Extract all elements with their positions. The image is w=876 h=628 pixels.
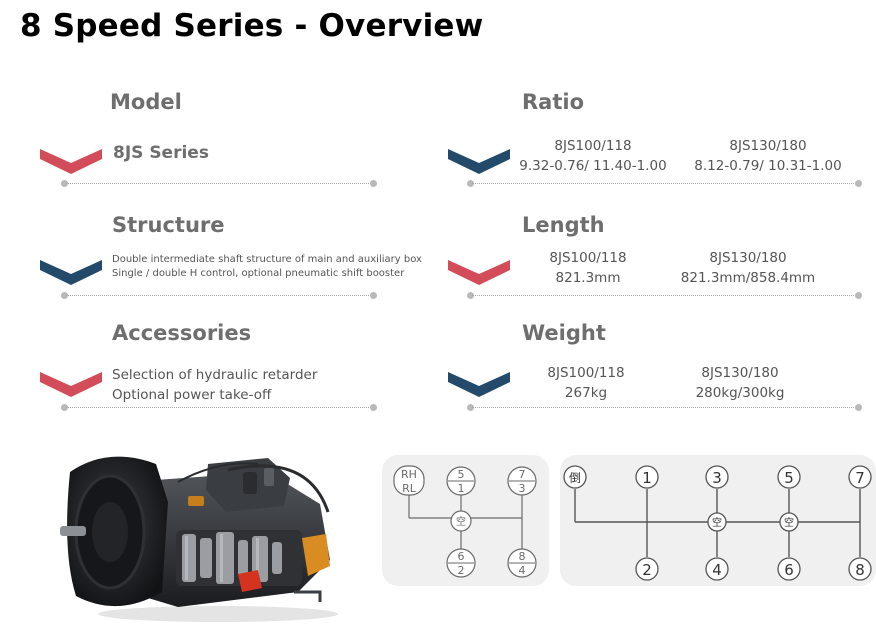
page-title: 8 Speed Series - Overview — [20, 8, 484, 44]
shift1-neutral-label: 空 — [456, 515, 466, 528]
weight-heading: Weight — [522, 321, 606, 345]
shift2-gear-5-label: 5 — [784, 469, 794, 487]
ratio-col2-value: 8.12-0.79/ 10.31-1.00 — [694, 158, 842, 174]
shift2-neutral-label-1: 空 — [712, 516, 722, 529]
length-col2-value: 821.3mm/858.4mm — [680, 270, 816, 286]
ratio-col1-name: 8JS100/118 — [554, 138, 632, 154]
divider-line — [66, 295, 373, 296]
weight-col1-value: 267kg — [564, 385, 608, 401]
divider-dot — [370, 292, 377, 299]
length-col1-value: 821.3mm — [555, 270, 621, 286]
divider-dot — [467, 404, 474, 411]
divider-dot — [467, 292, 474, 299]
divider-dot — [370, 180, 377, 187]
weight-col1-name: 8JS100/118 — [547, 365, 625, 381]
shift-pattern-single-h: RH RL 5 1 7 3 6 2 8 4 空 — [393, 465, 537, 578]
shift-pattern-double-h: 倒 1 3 5 7 2 4 6 8 空 空 — [563, 465, 872, 581]
weight-col2-name: 8JS130/180 — [701, 365, 779, 381]
shift2-gear-2-label: 2 — [642, 561, 652, 579]
transmission-image — [60, 456, 338, 622]
ratio-col2-name: 8JS130/180 — [729, 138, 807, 154]
divider-dot — [61, 292, 68, 299]
accessories-line-2: Optional power take-off — [112, 387, 272, 403]
divider-line — [66, 183, 373, 184]
shift1-gear-1-label: 1 — [458, 482, 465, 495]
accessories-chevron-icon — [40, 372, 102, 397]
ratio-col1-value: 9.32-0.76/ 11.40-1.00 — [519, 158, 667, 174]
length-col1-name: 8JS100/118 — [549, 250, 627, 266]
shift1-gear-6-label: 6 — [458, 550, 465, 563]
divider-line — [472, 183, 858, 184]
accessories-heading: Accessories — [112, 321, 252, 345]
shift2-gear-3-label: 3 — [712, 469, 722, 487]
shift2-gear-6-label: 6 — [784, 561, 794, 579]
weight-chevron-icon — [448, 372, 510, 397]
divider-dot — [467, 180, 474, 187]
structure-heading: Structure — [112, 213, 225, 237]
length-chevron-icon — [448, 260, 510, 285]
divider-line — [472, 407, 858, 408]
structure-line-2: Single / double H control, optional pneu… — [112, 268, 405, 279]
divider-dot — [855, 404, 862, 411]
ratio-chevron-icon — [448, 149, 510, 174]
divider-line — [66, 407, 373, 408]
accessories-line-1: Selection of hydraulic retarder — [112, 367, 318, 383]
shift1-range-bottom-label: RL — [402, 482, 417, 495]
divider-dot — [61, 180, 68, 187]
length-col2-name: 8JS130/180 — [709, 250, 787, 266]
divider-dot — [61, 404, 68, 411]
shift2-neutral-label-2: 空 — [784, 516, 794, 529]
shift1-gear-3-label: 3 — [519, 482, 526, 495]
divider-dot — [855, 180, 862, 187]
model-value: 8JS Series — [113, 143, 209, 163]
shift1-gear-4-label: 4 — [519, 564, 526, 577]
shift2-gear-1-label: 1 — [642, 469, 652, 487]
shift2-side-label: 倒 — [569, 471, 581, 485]
model-chevron-icon — [40, 149, 102, 174]
shift1-gear-8-label: 8 — [519, 550, 526, 563]
ratio-heading: Ratio — [522, 90, 585, 114]
shift2-gear-4-label: 4 — [712, 561, 722, 579]
model-heading: Model — [110, 90, 182, 114]
divider-dot — [370, 404, 377, 411]
shift1-gear-7-label: 7 — [519, 468, 526, 481]
shift2-gear-8-label: 8 — [855, 561, 865, 579]
shift1-range-top-label: RH — [401, 468, 417, 481]
shift1-gear-5-label: 5 — [458, 468, 465, 481]
length-heading: Length — [522, 213, 605, 237]
structure-chevron-icon — [40, 260, 102, 285]
shift2-gear-7-label: 7 — [855, 469, 865, 487]
divider-dot — [855, 292, 862, 299]
structure-line-1: Double intermediate shaft structure of m… — [112, 254, 422, 265]
weight-col2-value: 280kg/300kg — [695, 385, 785, 401]
shift1-gear-2-label: 2 — [458, 564, 465, 577]
divider-line — [472, 295, 858, 296]
